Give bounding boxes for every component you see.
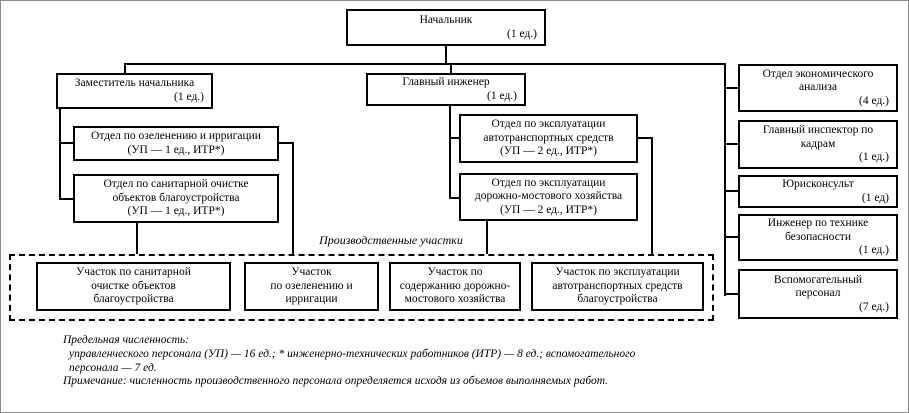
node-label: Участок по санитарной очистке объектов б… bbox=[76, 266, 191, 306]
production-group-frame bbox=[9, 254, 714, 321]
node-otdel-ozelenenie: Отдел по озеленению и ирригации (УП — 1 … bbox=[73, 126, 279, 161]
node-uchastok-avtotransport: Участок по эксплуатации автотранспортных… bbox=[531, 262, 704, 311]
node-label: Отдел по озеленению и ирригации (УП — 1 … bbox=[91, 129, 261, 156]
connector-line bbox=[279, 142, 294, 144]
footnote-line: Примечание: численность производственног… bbox=[63, 375, 609, 388]
node-count: (1 ед.) bbox=[859, 151, 889, 164]
node-uchastok-sanitarnaya: Участок по санитарной очистке объектов б… bbox=[36, 262, 231, 311]
connector-line bbox=[292, 142, 294, 254]
node-label: Главный инспектор по кадрам bbox=[762, 124, 874, 150]
connector-line bbox=[449, 137, 461, 139]
connector-line bbox=[724, 143, 738, 145]
node-label: Заместитель начальника bbox=[74, 77, 195, 90]
node-count: (1 ед.) bbox=[507, 27, 537, 40]
node-count: (1 ед.) bbox=[859, 244, 889, 257]
connector-line bbox=[651, 137, 653, 254]
node-label: Участок по эксплуатации автотранспортных… bbox=[552, 266, 683, 306]
node-label: Вспомогательный персонал bbox=[773, 273, 863, 300]
node-label: Инженер по технике безопасности bbox=[767, 217, 869, 243]
node-uchastok-ozelenenie: Участок по озеленению и ирригации bbox=[244, 262, 379, 311]
node-vspomog-personal: Вспомогательный персонал (7 ед.) bbox=[738, 269, 898, 319]
node-inspektor-kadry: Главный инспектор по кадрам (1 ед.) bbox=[738, 120, 898, 169]
node-otdel-avtotransport: Отдел по эксплуатации автотранспортных с… bbox=[459, 114, 638, 163]
node-inzhener-tb: Инженер по технике безопасности (1 ед.) bbox=[738, 214, 898, 261]
connector-line bbox=[638, 137, 653, 139]
connector-line bbox=[724, 190, 738, 192]
production-section-label: Производственные участки bbox=[319, 233, 463, 247]
node-label: Участок по озеленению и ирригации bbox=[270, 266, 353, 306]
node-label: Отдел по санитарной очистке объектов бла… bbox=[103, 178, 249, 218]
node-label: Начальник bbox=[419, 13, 473, 26]
node-label: Юрисконсульт bbox=[782, 177, 854, 190]
node-label: Отдел по эксплуатации автотранспортных с… bbox=[483, 118, 614, 158]
connector-line bbox=[59, 198, 73, 200]
node-otdel-econ: Отдел экономического анализа (4 ед.) bbox=[738, 64, 898, 112]
footnotes: Предельная численность: управленческого … bbox=[63, 334, 863, 389]
node-uchastok-dorozhno: Участок по содержанию дорожно- мостового… bbox=[389, 262, 521, 311]
node-glavny-inzhener: Главный инженер (1 ед.) bbox=[366, 73, 526, 106]
node-otdel-dorozhno: Отдел по эксплуатации дорожно-мостового … bbox=[459, 173, 638, 221]
connector-line bbox=[449, 197, 461, 199]
node-count: (1 ед.) bbox=[174, 91, 204, 103]
connector-line bbox=[124, 63, 126, 73]
node-label: Участок по содержанию дорожно- мостового… bbox=[399, 266, 511, 306]
connector-line bbox=[724, 63, 726, 296]
connector-line bbox=[724, 236, 738, 238]
node-label: Отдел экономического анализа bbox=[762, 67, 874, 94]
connector-line bbox=[450, 63, 452, 73]
connector-line bbox=[124, 63, 726, 65]
node-count: (7 ед.) bbox=[859, 300, 889, 313]
node-zamestitel: Заместитель начальника (1 ед.) bbox=[56, 73, 213, 109]
connector-line bbox=[724, 293, 738, 295]
footnote-line: управленческого персонала (УП) — 16 ед.;… bbox=[69, 347, 636, 360]
connector-line bbox=[724, 87, 738, 89]
connector-line bbox=[59, 109, 61, 200]
node-count: (4 ед.) bbox=[859, 94, 889, 107]
connector-line bbox=[136, 223, 138, 254]
node-nachalnik: Начальник (1 ед.) bbox=[346, 9, 546, 46]
node-otdel-sanitarnaya: Отдел по санитарной очистке объектов бла… bbox=[73, 174, 279, 223]
node-count: (1 ед.) bbox=[487, 89, 517, 102]
connector-line bbox=[449, 106, 451, 199]
connector-line bbox=[59, 142, 73, 144]
node-label: Отдел по эксплуатации дорожно-мостового … bbox=[474, 176, 623, 216]
footnote-line: персонала — 7 ед. bbox=[69, 361, 157, 374]
connector-line bbox=[486, 221, 488, 254]
node-yurist: Юрисконсульт (1 ед) bbox=[738, 175, 898, 208]
node-label: Главный инженер bbox=[402, 75, 490, 88]
footnote-line: Предельная численность: bbox=[63, 334, 189, 346]
node-count: (1 ед) bbox=[861, 191, 889, 204]
connector-line bbox=[445, 46, 447, 63]
